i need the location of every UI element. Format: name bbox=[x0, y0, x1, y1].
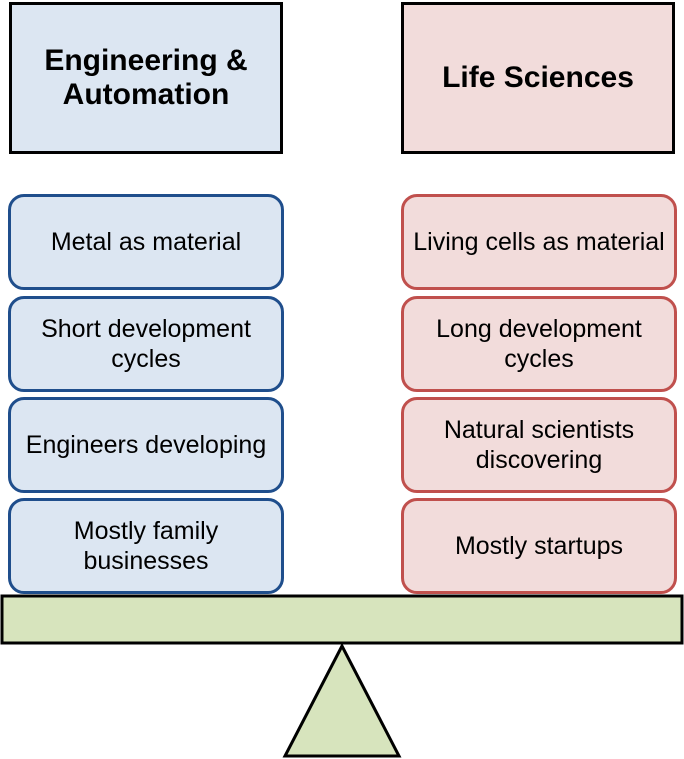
right-item-3: Natural scientists discovering bbox=[401, 397, 677, 493]
balance-scale bbox=[0, 594, 684, 758]
header-engineering-automation: Engineering & Automation bbox=[9, 2, 283, 154]
left-item-3-label: Engineers developing bbox=[25, 431, 267, 459]
left-item-1-label: Metal as material bbox=[50, 228, 242, 256]
right-item-2: Long development cycles bbox=[401, 296, 677, 392]
left-item-4-label: Mostly family businesses bbox=[73, 517, 219, 575]
right-item-2-label: Long development cycles bbox=[436, 315, 642, 373]
right-item-4: Mostly startups bbox=[401, 498, 677, 594]
header-right-label: Life Sciences bbox=[442, 61, 634, 94]
right-item-1: Living cells as material bbox=[401, 194, 677, 290]
left-item-2-label: Short development cycles bbox=[41, 315, 251, 373]
left-item-1: Metal as material bbox=[8, 194, 284, 290]
left-item-4: Mostly family businesses bbox=[8, 498, 284, 594]
header-life-sciences: Life Sciences bbox=[401, 2, 675, 154]
header-left-label: Engineering & Automation bbox=[44, 44, 248, 111]
left-item-3: Engineers developing bbox=[8, 397, 284, 493]
fulcrum-triangle bbox=[282, 642, 402, 758]
balance-beam bbox=[0, 594, 684, 645]
right-item-3-label: Natural scientists discovering bbox=[443, 416, 635, 474]
right-item-1-label: Living cells as material bbox=[413, 228, 665, 256]
right-item-4-label: Mostly startups bbox=[454, 532, 624, 560]
left-item-2: Short development cycles bbox=[8, 296, 284, 392]
